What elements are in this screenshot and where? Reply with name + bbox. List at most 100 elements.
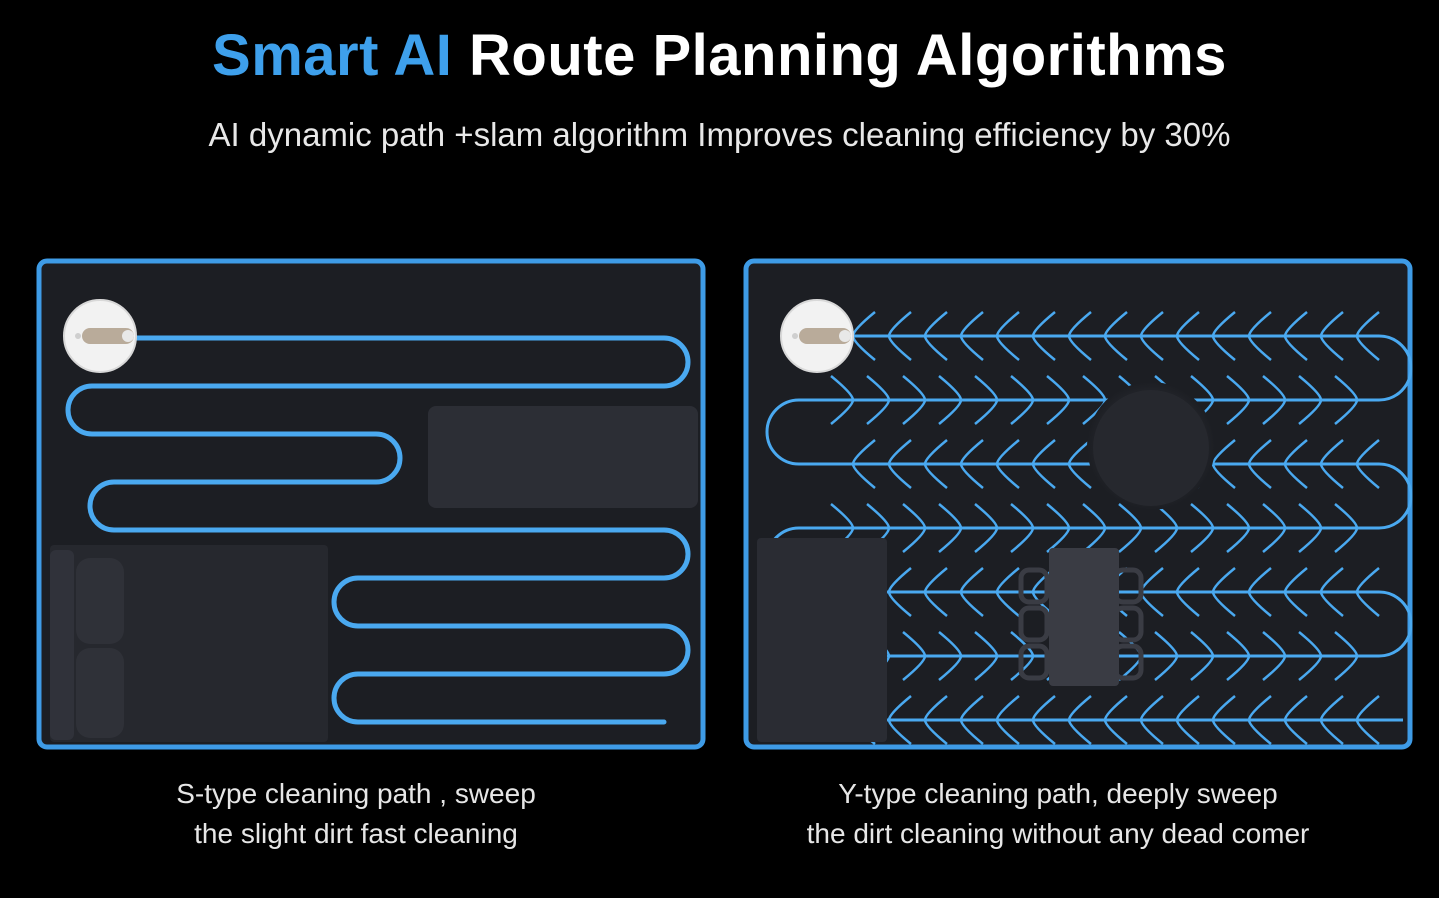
- y-branch-94: [995, 695, 1020, 745]
- y-branch-40: [1211, 439, 1236, 489]
- y-branch-1: [887, 311, 912, 361]
- y-branch-102: [1283, 695, 1308, 745]
- y-branch-16: [866, 375, 891, 425]
- y-branch-72: [1283, 567, 1308, 617]
- y-branch-96: [1067, 695, 1092, 745]
- y-branch-5: [1031, 311, 1056, 361]
- y-branch-21: [1046, 375, 1071, 425]
- y-branch-18: [938, 375, 963, 425]
- y-branch-89: [1334, 631, 1359, 681]
- y-branch-15: [830, 375, 855, 425]
- y-branch-61: [887, 567, 912, 617]
- y-branch-8: [1139, 311, 1164, 361]
- y-branch-93: [959, 695, 984, 745]
- y-branch-98: [1139, 695, 1164, 745]
- y-branch-88: [1298, 631, 1323, 681]
- y-branch-70: [1211, 567, 1236, 617]
- page-title: Smart AI Route Planning Algorithms: [0, 22, 1439, 89]
- y-type-loop-paths: [765, 334, 1413, 722]
- y-branch-17: [902, 375, 927, 425]
- y-branch-44: [1355, 439, 1380, 489]
- y-branch-35: [1031, 439, 1056, 489]
- y-branch-11: [1247, 311, 1272, 361]
- y-branch-55: [1190, 503, 1215, 553]
- y-branch-43: [1319, 439, 1344, 489]
- title-rest: Route Planning Algorithms: [469, 23, 1227, 88]
- s-type-path-panel: [36, 258, 706, 750]
- y-branch-58: [1298, 503, 1323, 553]
- y-branch-6: [1067, 311, 1092, 361]
- y-branch-20: [1010, 375, 1035, 425]
- y-branch-33: [959, 439, 984, 489]
- y-branch-13: [1319, 311, 1344, 361]
- y-branch-104: [1355, 695, 1380, 745]
- robot-vacuum-icon: [63, 299, 137, 373]
- y-branch-28: [1298, 375, 1323, 425]
- y-branch-86: [1226, 631, 1251, 681]
- title-accent: Smart AI: [212, 23, 453, 88]
- y-branch-78: [938, 631, 963, 681]
- y-branch-99: [1175, 695, 1200, 745]
- y-type-room-map: [743, 258, 1413, 750]
- robot-vacuum-icon: [780, 299, 854, 373]
- y-branch-91: [887, 695, 912, 745]
- y-branch-19: [974, 375, 999, 425]
- y-branch-34: [995, 439, 1020, 489]
- y-branch-4: [995, 311, 1020, 361]
- y-branch-47: [902, 503, 927, 553]
- y-branch-59: [1334, 503, 1359, 553]
- y-branch-77: [902, 631, 927, 681]
- y-branch-92: [923, 695, 948, 745]
- y-branch-101: [1247, 695, 1272, 745]
- y-branch-50: [1010, 503, 1035, 553]
- y-branch-57: [1262, 503, 1287, 553]
- y-branch-2: [923, 311, 948, 361]
- y-branch-14: [1355, 311, 1380, 361]
- y-branch-31: [887, 439, 912, 489]
- y-branch-69: [1175, 567, 1200, 617]
- y-branch-100: [1211, 695, 1236, 745]
- y-branch-71: [1247, 567, 1272, 617]
- round-table-obstacle: [1093, 390, 1209, 506]
- y-branch-62: [923, 567, 948, 617]
- y-type-serpentine-path: [765, 334, 1413, 722]
- y-branch-3: [959, 311, 984, 361]
- y-type-caption-line1: Y-type cleaning path, deeply sweep: [838, 778, 1278, 809]
- page-subtitle: AI dynamic path +slam algorithm Improves…: [208, 116, 1231, 153]
- y-branch-103: [1319, 695, 1344, 745]
- y-branch-30: [851, 439, 876, 489]
- y-branch-48: [938, 503, 963, 553]
- s-type-caption: S-type cleaning path , sweep the slight …: [36, 774, 676, 854]
- y-branch-84: [1154, 631, 1179, 681]
- y-branch-79: [974, 631, 999, 681]
- cabinet-obstacle: [757, 538, 887, 742]
- y-branch-32: [923, 439, 948, 489]
- y-branch-56: [1226, 503, 1251, 553]
- s-type-caption-line1: S-type cleaning path , sweep: [176, 778, 536, 809]
- y-branch-10: [1211, 311, 1236, 361]
- y-branch-74: [1355, 567, 1380, 617]
- y-branch-73: [1319, 567, 1344, 617]
- y-branch-42: [1283, 439, 1308, 489]
- y-branch-97: [1103, 695, 1128, 745]
- y-branch-63: [959, 567, 984, 617]
- y-type-caption: Y-type cleaning path, deeply sweep the d…: [743, 774, 1373, 854]
- y-type-caption-line2: the dirt cleaning without any dead comer: [806, 818, 1310, 849]
- y-branch-64: [995, 567, 1020, 617]
- y-type-path-panel: [743, 258, 1413, 750]
- y-branch-85: [1190, 631, 1215, 681]
- table-obstacle: [428, 406, 698, 508]
- y-branch-7: [1103, 311, 1128, 361]
- s-type-path: [65, 335, 691, 725]
- y-branch-95: [1031, 695, 1056, 745]
- y-branch-41: [1247, 439, 1272, 489]
- y-branch-49: [974, 503, 999, 553]
- s-type-room-map: [36, 258, 706, 750]
- y-branch-53: [1118, 503, 1143, 553]
- dining-table-obstacle: [1018, 548, 1144, 686]
- bed-obstacle: [50, 545, 328, 742]
- y-branch-87: [1262, 631, 1287, 681]
- y-branch-29: [1334, 375, 1359, 425]
- y-branch-26: [1226, 375, 1251, 425]
- y-branch-12: [1283, 311, 1308, 361]
